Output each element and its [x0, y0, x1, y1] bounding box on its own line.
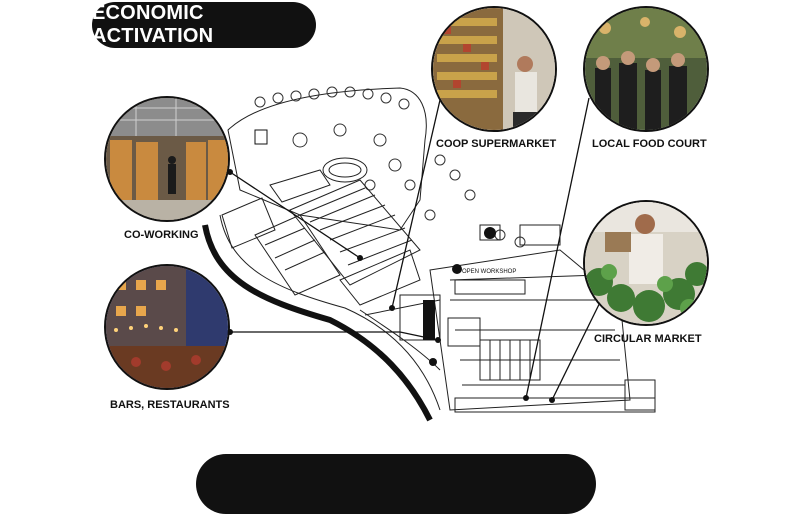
food-leader-line: [525, 97, 590, 399]
section-title: ECONOMIC ACTIVATION: [92, 2, 316, 48]
coop-supermarket-photo: [431, 6, 557, 132]
cowork-leader-line: [229, 171, 361, 259]
coop-supermarket-label: COOP SUPERMARKET: [436, 138, 557, 150]
local-food-court-label: LOCAL FOOD COURT: [592, 138, 707, 150]
bars-leader-line-2: [399, 331, 439, 341]
site-map-sketch: OPEN WORKSHOP: [202, 86, 656, 422]
bottom-section-pill: [196, 454, 596, 514]
coop-leader-line: [391, 99, 441, 309]
local-food-court-photo: [583, 6, 709, 132]
bars-restaurants-photo: [104, 264, 230, 390]
bars-restaurants-label: BARS, RESTAURANTS: [110, 399, 230, 411]
workshop-map-label: OPEN WORKSHOP: [462, 269, 516, 275]
circular-market-photo: [583, 200, 709, 326]
co-working-label: CO-WORKING: [124, 229, 199, 241]
co-working-photo: [104, 96, 230, 222]
circular-market-label: CIRCULAR MARKET: [594, 333, 702, 345]
